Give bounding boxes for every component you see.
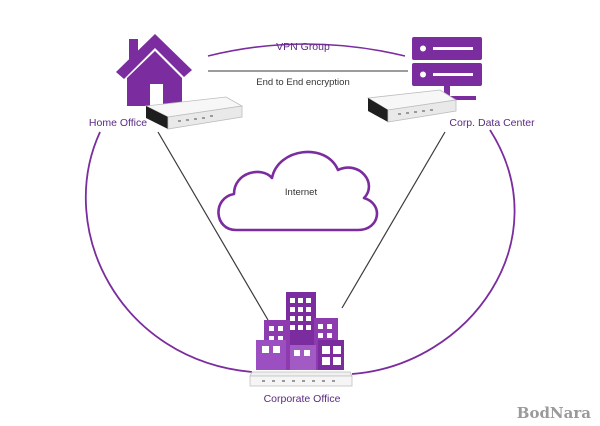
server-rack-icon (412, 37, 482, 100)
home-to-corporate-line (157, 131, 269, 321)
cloud-icon (217, 150, 379, 232)
home-office-label: Home Office (89, 117, 147, 129)
right-curve-link (351, 129, 516, 375)
corporate-office-label: Corporate Office (264, 393, 341, 405)
internet-label: Internet (285, 187, 318, 198)
datacenter-to-corporate-line (341, 131, 446, 309)
left-curve-link (84, 131, 253, 373)
datacenter-router-icon (366, 89, 458, 123)
house-icon (116, 34, 192, 106)
buildings-icon (256, 292, 344, 370)
vpn-group-label: VPN Group (276, 41, 330, 53)
vpn-group-arc (207, 43, 406, 57)
data-center-label: Corp. Data Center (449, 117, 535, 129)
watermark-logo: BodNara (517, 404, 592, 422)
corporate-router-icon (249, 371, 353, 387)
home-router-icon (144, 96, 244, 130)
encryption-label: End to End encryption (256, 77, 349, 88)
